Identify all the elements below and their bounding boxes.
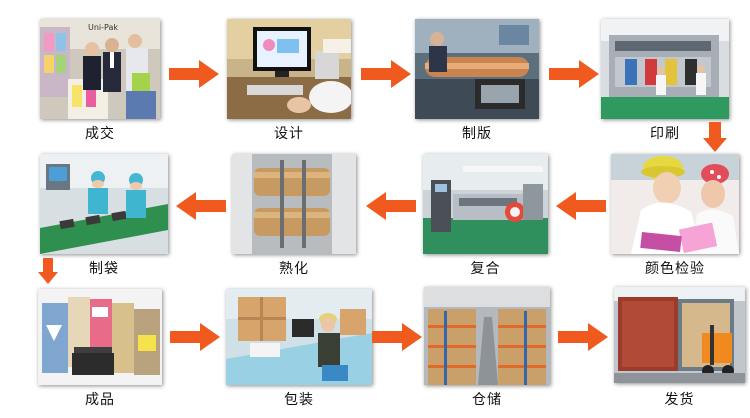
arrow-bag-making-to-finished <box>38 258 58 284</box>
arrow-right-icon <box>372 323 422 351</box>
step-label-packing: 包装 <box>284 392 314 408</box>
arrow-plate-to-print <box>549 60 599 88</box>
arrow-right-icon <box>169 60 219 88</box>
step-label-bag-making: 制袋 <box>89 261 119 277</box>
lamination-photo <box>423 154 548 254</box>
arrow-curing-to-bag-making <box>176 192 226 220</box>
step-print: 印刷 <box>601 19 729 142</box>
design-photo <box>227 19 351 119</box>
finished-photo <box>38 289 162 385</box>
arrow-right-icon <box>558 323 608 351</box>
arrow-right-icon <box>361 60 411 88</box>
step-label-warehouse: 仓储 <box>472 392 502 408</box>
step-label-lamination: 复合 <box>470 261 501 277</box>
arrow-color-check-to-lamination <box>556 192 606 220</box>
plate-photo <box>415 19 539 119</box>
arrow-lamination-to-curing <box>366 192 416 220</box>
step-label-shipping: 发货 <box>664 392 695 408</box>
arrow-finished-to-packing <box>170 323 220 351</box>
step-packing: 包装 <box>226 289 372 408</box>
arrow-down-icon <box>703 122 727 152</box>
arrow-down-icon <box>38 258 58 284</box>
arrow-design-to-plate <box>361 60 411 88</box>
deal-photo: Uni-Pak <box>40 19 160 119</box>
step-label-color-check: 颜色检验 <box>645 261 705 277</box>
arrow-right-icon <box>549 60 599 88</box>
arrow-warehouse-to-shipping <box>558 323 608 351</box>
arrow-deal-to-design <box>169 60 219 88</box>
step-label-plate: 制版 <box>462 126 492 142</box>
step-label-design: 设计 <box>274 126 304 142</box>
warehouse-photo <box>424 287 550 385</box>
step-label-print: 印刷 <box>650 126 680 142</box>
step-design: 设计 <box>227 19 351 142</box>
step-label-curing: 熟化 <box>279 261 309 277</box>
arrow-packing-to-warehouse <box>372 323 422 351</box>
bag-making-photo <box>40 154 168 254</box>
booth-sign-text: Uni-Pak <box>88 23 118 32</box>
step-curing: 熟化 <box>232 154 356 277</box>
print-photo <box>601 19 729 119</box>
arrow-print-to-color-check <box>703 122 727 152</box>
step-plate: 制版 <box>415 19 539 142</box>
curing-photo <box>232 154 356 254</box>
step-warehouse: 仓储 <box>424 287 550 408</box>
step-deal: Uni-Pak 成交 <box>40 19 160 142</box>
packing-photo <box>226 289 372 385</box>
color-check-photo <box>611 154 739 254</box>
step-lamination: 复合 <box>423 154 548 277</box>
arrow-left-icon <box>176 192 226 220</box>
step-label-finished: 成品 <box>85 392 115 408</box>
step-color-check: 颜色检验 <box>611 154 739 277</box>
step-finished: 成品 <box>38 289 162 408</box>
arrow-left-icon <box>556 192 606 220</box>
step-bag-making: 制袋 <box>40 154 168 277</box>
step-shipping: 发货 <box>614 287 745 408</box>
shipping-photo <box>614 287 745 383</box>
step-label-deal: 成交 <box>85 126 115 142</box>
arrow-left-icon <box>366 192 416 220</box>
arrow-right-icon <box>170 323 220 351</box>
